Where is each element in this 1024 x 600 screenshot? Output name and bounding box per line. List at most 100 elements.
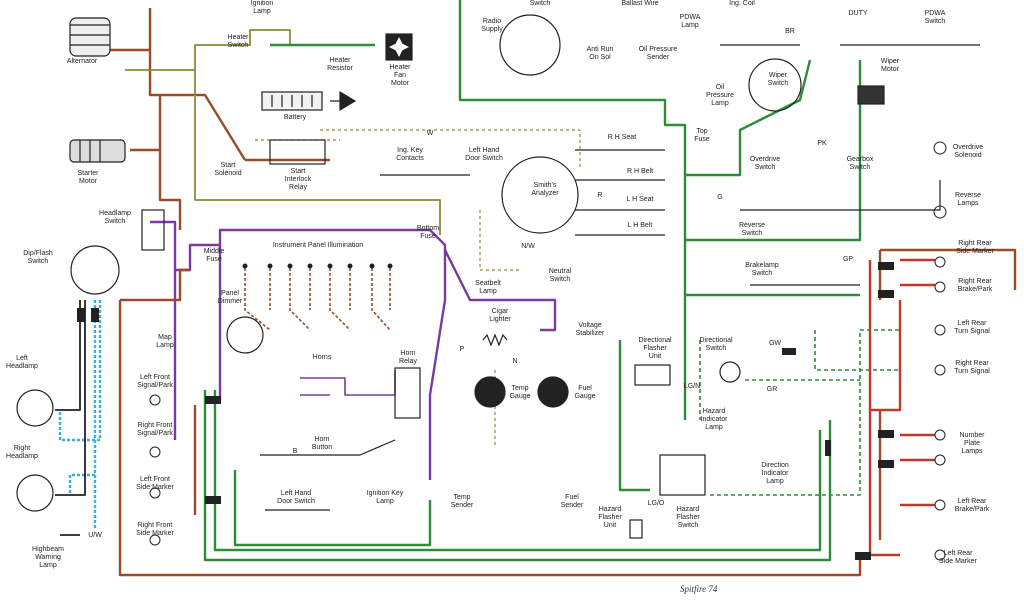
- label-right-headlamp: Right Headlamp: [6, 445, 38, 460]
- label-left-front-signal-park: Left Front Signal/Park: [137, 374, 173, 389]
- wire-olive-heater: [125, 29, 441, 235]
- label-oil-pressure-sender: Oil Pressure Sender: [638, 46, 678, 61]
- label-hazard-indicator-lamp: Hazard Indicator Lamp: [700, 408, 728, 431]
- label-right-rear-turn-signal: Right Rear Turn Signal: [954, 360, 990, 375]
- label-directional-flasher-unit: Directional Flasher Unit: [638, 337, 672, 360]
- ignition-switch-symbol: [499, 14, 561, 76]
- label-heater-fan-motor: Heater Fan Motor: [389, 64, 411, 87]
- smiths-analyzer-symbol: [501, 156, 579, 234]
- wiper-motor-symbol: [857, 85, 885, 105]
- label-ignition-key-lamp: Ignition Key Lamp: [366, 490, 404, 505]
- label-hazard-flasher-unit: Hazard Flasher Unit: [598, 506, 622, 529]
- wire-code-p: P: [459, 346, 465, 353]
- label-pdwa-lamp: PDWA Lamp: [679, 14, 701, 29]
- label-horn-button: Horn Button: [311, 436, 333, 451]
- label-heater-resistor: Heater Resistor: [327, 57, 353, 72]
- wire-code-br: BR: [785, 28, 795, 35]
- label-switch: Switch: [529, 0, 551, 7]
- label-fuel-sender: Fuel Sender: [560, 494, 584, 509]
- wiper-switch-symbol: [748, 58, 802, 112]
- wire-purple-horn: [300, 370, 396, 396]
- label-ing-coil: Ing. Coil: [729, 0, 755, 7]
- label-right-rear-side-marker: Right Rear Side Marker: [956, 240, 994, 255]
- diagram-caption: Spitfire 74: [680, 584, 718, 594]
- label-highbeam-warning-lamp: Highbeam Warning Lamp: [32, 546, 64, 569]
- label-middle-fuse: Middle Fuse: [203, 248, 225, 263]
- temp-gauge-symbol: [474, 376, 506, 408]
- label-voltage-stabilizer: Voltage Stabilizer: [575, 322, 605, 337]
- wire-code-nw: N/W: [521, 243, 535, 250]
- label-left-hand-door-switch-top: Left Hand Door Switch: [465, 147, 503, 162]
- starter-motor-symbol: [69, 139, 126, 163]
- label-lh-belt: L H Belt: [627, 222, 653, 229]
- label-panel-dimmer: Panel Dimmer: [217, 290, 243, 305]
- label-temp-sender: Temp Sender: [450, 494, 474, 509]
- panel-dimmer-symbol: [226, 316, 264, 354]
- label-alternator: Alternator: [66, 58, 98, 65]
- label-pdwa-switch: PDWA Switch: [924, 10, 946, 25]
- right-headlamp-symbol: [16, 474, 54, 512]
- label-duty: DUTY: [848, 10, 868, 17]
- alternator-symbol: [69, 17, 111, 57]
- wire-brown-left: [118, 248, 1017, 577]
- label-overdrive-switch: Overdrive Switch: [749, 156, 781, 171]
- rear-lamp-bulbs: [149, 141, 947, 561]
- directional-switch-symbol: [719, 361, 741, 383]
- label-ignition-lamp: Ignition Lamp: [250, 0, 274, 15]
- label-gearbox-switch: Gearbox Switch: [846, 156, 874, 171]
- label-map-lamp: Map Lamp: [156, 334, 174, 349]
- label-left-rear-brake-park: Left Rear Brake/Park: [954, 498, 990, 513]
- label-overdrive-solenoid: Overdrive Solenoid: [952, 144, 984, 159]
- label-wiper-switch: Wiper Switch: [767, 72, 789, 87]
- label-dip-flash-switch: Dip/Flash Switch: [23, 250, 53, 265]
- label-cigar-lighter: Cigar Lighter: [489, 308, 511, 323]
- headlamp-switch-symbol: [141, 209, 165, 251]
- heater-fan-symbol: [385, 33, 413, 61]
- horn-relay-symbol: [394, 367, 421, 419]
- label-directional-switch: Directional Switch: [699, 337, 733, 352]
- label-starter-motor: Starter Motor: [77, 170, 99, 185]
- wire-brown-main: [110, 8, 330, 230]
- label-horns: Horns: [312, 354, 332, 361]
- wire-code-gp: GP: [842, 256, 854, 263]
- wire-code-g: G: [717, 194, 723, 201]
- label-right-front-signal-park: Right Front Signal/Park: [137, 422, 173, 437]
- label-right-front-side-marker: Right Front Side Marker: [136, 522, 174, 537]
- label-instrument-panel-illumination: Instrument Panel Illumination: [272, 242, 364, 249]
- cigar-lighter-symbol: [482, 333, 508, 347]
- wire-code-uw: U/W: [88, 532, 102, 539]
- wire-code-gw: GW: [768, 340, 782, 347]
- wire-code-lgn: LG/N: [683, 383, 701, 390]
- wire-green-bottom: [203, 340, 832, 562]
- label-number-plate-lamps: Number Plate Lamps: [959, 432, 985, 455]
- label-ballast-wire: Ballast Wire: [621, 0, 659, 7]
- label-anti-run-on-sol: Anti Run On Sol: [586, 46, 614, 61]
- label-neutral-switch: Neutral Switch: [548, 268, 572, 283]
- wire-code-w: W: [426, 130, 434, 137]
- wire-black-thin: [260, 44, 980, 511]
- label-direction-indicator-lamp: Direction Indicator Lamp: [761, 462, 789, 485]
- label-bottom-fuse: Bottom Fuse: [416, 225, 440, 240]
- illumination-lamp-row: [244, 268, 391, 331]
- connector-blocks: [77, 262, 894, 560]
- label-heater-switch: Heater Switch: [227, 34, 249, 49]
- label-wiper-motor: Wiper Motor: [880, 58, 900, 73]
- label-horn-relay: Horn Relay: [399, 350, 417, 365]
- label-seatbelt-lamp: Seatbelt Lamp: [475, 280, 501, 295]
- label-radio-supply: Radio Supply: [481, 18, 503, 33]
- hazard-flasher-unit-symbol: [629, 519, 643, 539]
- label-start-solenoid: Start Solenoid: [214, 162, 242, 177]
- wire-code-n: N: [512, 358, 518, 365]
- start-interlock-relay-symbol: [269, 139, 326, 165]
- wire-green-ignition: [270, 0, 862, 420]
- label-rh-belt: R H Belt: [626, 168, 654, 175]
- label-left-rear-side-marker: Left Rear Side Marker: [939, 550, 977, 565]
- label-brakelamp-switch: Brakelamp Switch: [745, 262, 779, 277]
- label-start-interlock-relay: Start Interlock Relay: [284, 168, 312, 191]
- fuel-gauge-symbol: [537, 376, 569, 408]
- wire-code-pk: PK: [817, 140, 827, 147]
- label-smiths-analyzer: Smith's Analyzer: [531, 182, 559, 197]
- wire-code-b: B: [292, 448, 298, 455]
